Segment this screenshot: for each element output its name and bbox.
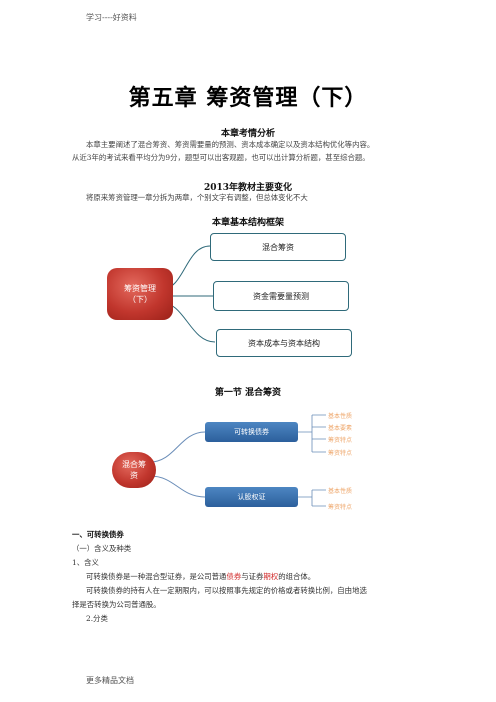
framework-item-mixed-financing: 混合筹资 [210, 233, 346, 261]
page-footer: 更多精品文档 [86, 676, 134, 685]
framework-heading: 本章基本结构框架 [211, 218, 284, 228]
convertible-bond-node: 可转换债券 [205, 422, 298, 442]
framework-item-cost-structure: 资本成本与资本结构 [216, 329, 352, 357]
warrant-leaf-2: 筹资特点 [328, 504, 353, 511]
classification-subheading: 2.分类 [86, 614, 108, 623]
definition-text-3: 的组合体。 [278, 572, 316, 581]
convertible-leaf-3: 筹资特点 [328, 437, 353, 444]
definition-term-option: 期权 [263, 572, 279, 581]
framework-root-node: 筹资管理 （下） [107, 268, 173, 320]
chapter-title: 第五章 筹资管理（下） [128, 85, 368, 111]
definition-text-1: 可转换债券是一种混合型证券，是公司普通 [86, 572, 227, 581]
page-header: 学习----好资料 [86, 13, 137, 22]
framework-item-capital-forecast: 资金需要量预测 [213, 281, 349, 311]
convertible-leaf-4: 筹资特点 [328, 450, 353, 457]
framework-root-line-1: 筹资管理 [124, 284, 156, 293]
mixed-financing-root-node: 混合筹 资 [112, 452, 156, 488]
mixed-financing-root-line-2: 资 [130, 471, 138, 480]
warrant-node: 认股权证 [205, 487, 298, 507]
meaning-subheading: 1、含义 [72, 558, 99, 567]
definition-paragraph: 可转换债券是一种混合型证券，是公司普通债券与证券期权的组合体。 [72, 570, 432, 584]
exam-analysis-line-1: 本章主要阐述了混合筹资、筹资需要量的预测、资本成本确定以及资本结构优化等内容。 [86, 140, 375, 149]
mixed-financing-root-line-1: 混合筹 [122, 460, 146, 469]
changes-line-1: 将原来筹资管理一章分拆为两章，个别文字有调整，但总体变化不大 [86, 193, 308, 202]
content-body: 一、可转换债券 （一）含义及种类 1、含义 可转换债券是一种混合型证券，是公司普… [72, 528, 432, 626]
definition-term-bond: 债券 [226, 572, 242, 581]
definition-text-2: 与证券 [241, 572, 264, 581]
convertible-leaf-2: 基本要素 [328, 425, 353, 432]
warrant-leaf-1: 基本性质 [328, 488, 353, 495]
exam-analysis-line-2: 从近3年的考试来看平均分为9分，题型可以出客观题，也可以出计算分析题，甚至综合题… [72, 153, 370, 162]
holder-rights-line-1: 可转换债券的持有人在一定期限内，可以按照事先规定的价格或者转换比例，自由地选 [86, 586, 367, 595]
convertible-bond-heading: 一、可转换债券 [72, 530, 124, 539]
holder-rights-line-2: 择是否转换为公司普通股。 [72, 600, 161, 609]
convertible-leaf-1: 基本性质 [328, 413, 353, 420]
changes-paragraph: 将原来筹资管理一章分拆为两章，个别文字有调整，但总体变化不大 [72, 191, 428, 204]
changes-heading: 2013年教材主要变化 [203, 183, 293, 193]
exam-analysis-paragraph: 本章主要阐述了混合筹资、筹资需要量的预测、资本成本确定以及资本结构优化等内容。 … [72, 138, 428, 164]
exam-analysis-heading: 本章考情分析 [220, 129, 275, 139]
framework-root-line-2: （下） [128, 295, 152, 304]
section-1-heading: 第一节 混合筹资 [214, 388, 282, 398]
meaning-types-subheading: （一）含义及种类 [72, 544, 132, 553]
